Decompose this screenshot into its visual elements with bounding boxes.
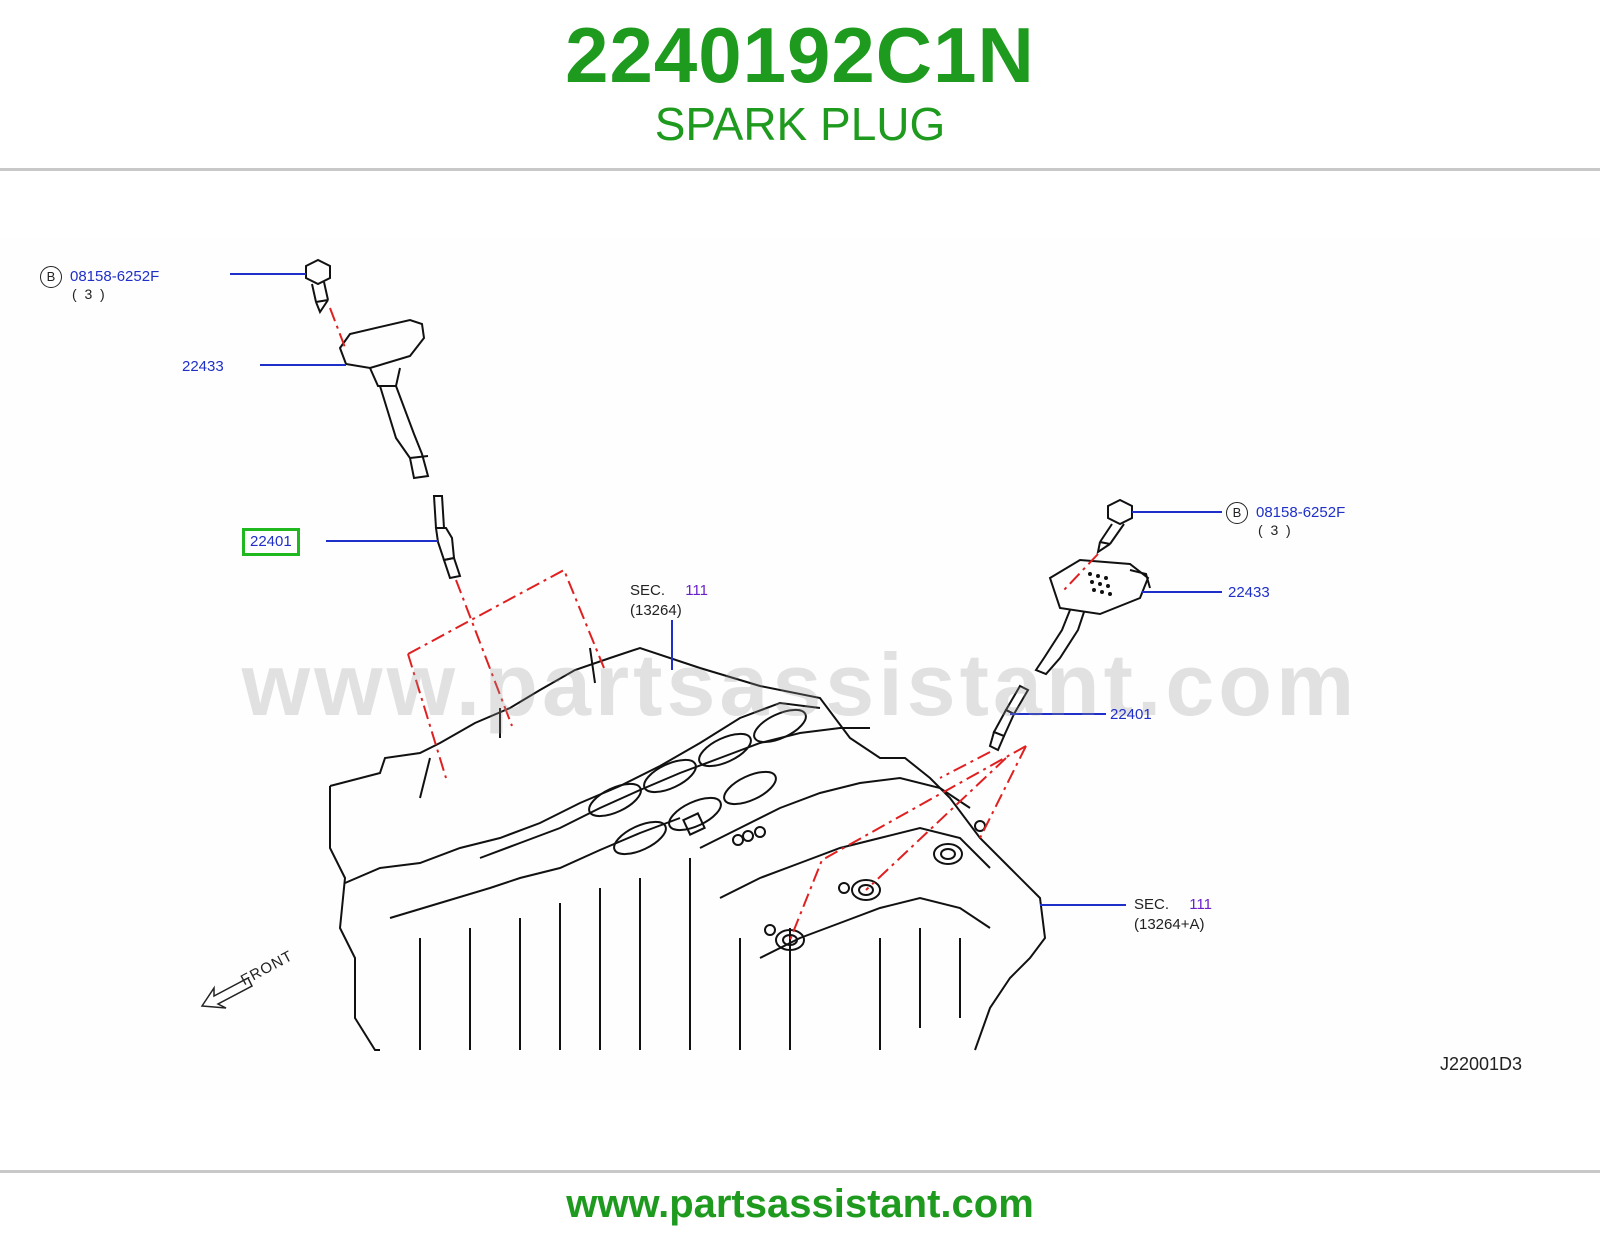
bolt-right-badge: B: [1226, 502, 1248, 524]
spark-plug-right-drawing: [988, 684, 1030, 752]
sec-lower-ref: (13264+A): [1134, 916, 1205, 933]
front-arrow-icon: [200, 976, 253, 1009]
footer-divider: [0, 1170, 1600, 1173]
bolt-left-drawing: [305, 258, 331, 315]
callout-coil-right[interactable]: 22433: [1228, 584, 1270, 601]
ignition-coil-right-drawing: [1034, 558, 1151, 676]
sec-upper-ref: (13264): [630, 602, 682, 619]
page-header: 2240192C1N SPARK PLUG: [0, 0, 1600, 168]
callout-coil-left[interactable]: 22433: [182, 358, 224, 375]
callout-plug-left-highlighted[interactable]: 22401: [242, 528, 300, 556]
intake-manifold: [588, 708, 807, 856]
sec-upper-label: SEC. 111: [630, 582, 708, 600]
badge-b-icon: B: [40, 266, 62, 288]
sec-upper-link[interactable]: 111: [685, 582, 708, 599]
callout-bolt-right[interactable]: 08158-6252F: [1256, 504, 1346, 521]
footer-website-link[interactable]: www.partsassistant.com: [566, 1182, 1034, 1226]
bolt-left-badge: B: [40, 266, 62, 288]
sec-upper-prefix: SEC.: [630, 582, 666, 599]
callout-plug-right[interactable]: 22401: [1110, 706, 1152, 723]
callout-bolt-left[interactable]: 08158-6252F: [70, 268, 160, 285]
exploded-parts-diagram: www.partsassistant.com B 08158-6252F ( 3…: [0, 238, 1600, 1100]
sec-lower-prefix: SEC.: [1134, 896, 1170, 913]
bolt-left-qty: ( 3 ): [72, 286, 105, 302]
engine-drawing: [230, 258, 1222, 1051]
callout-leaders: [230, 273, 1222, 906]
diagram-code: J22001D3: [1440, 1054, 1523, 1074]
ignition-coil-left-drawing: [338, 318, 430, 480]
bolt-right-drawing: [1096, 498, 1133, 555]
spark-plug-left-drawing: [432, 495, 462, 580]
sec-lower-link[interactable]: 111: [1189, 896, 1212, 913]
part-number-title: 2240192C1N: [565, 11, 1035, 99]
bolt-right-qty: ( 3 ): [1258, 522, 1291, 538]
sec-lower-label: SEC. 111: [1134, 896, 1212, 914]
plug-wells: [764, 820, 986, 951]
badge-b-icon: B: [1226, 502, 1248, 524]
header-divider: [0, 168, 1600, 171]
alignment-lines: [329, 307, 1099, 941]
part-name-subtitle: SPARK PLUG: [654, 98, 946, 150]
engine-block: [329, 646, 1047, 1051]
